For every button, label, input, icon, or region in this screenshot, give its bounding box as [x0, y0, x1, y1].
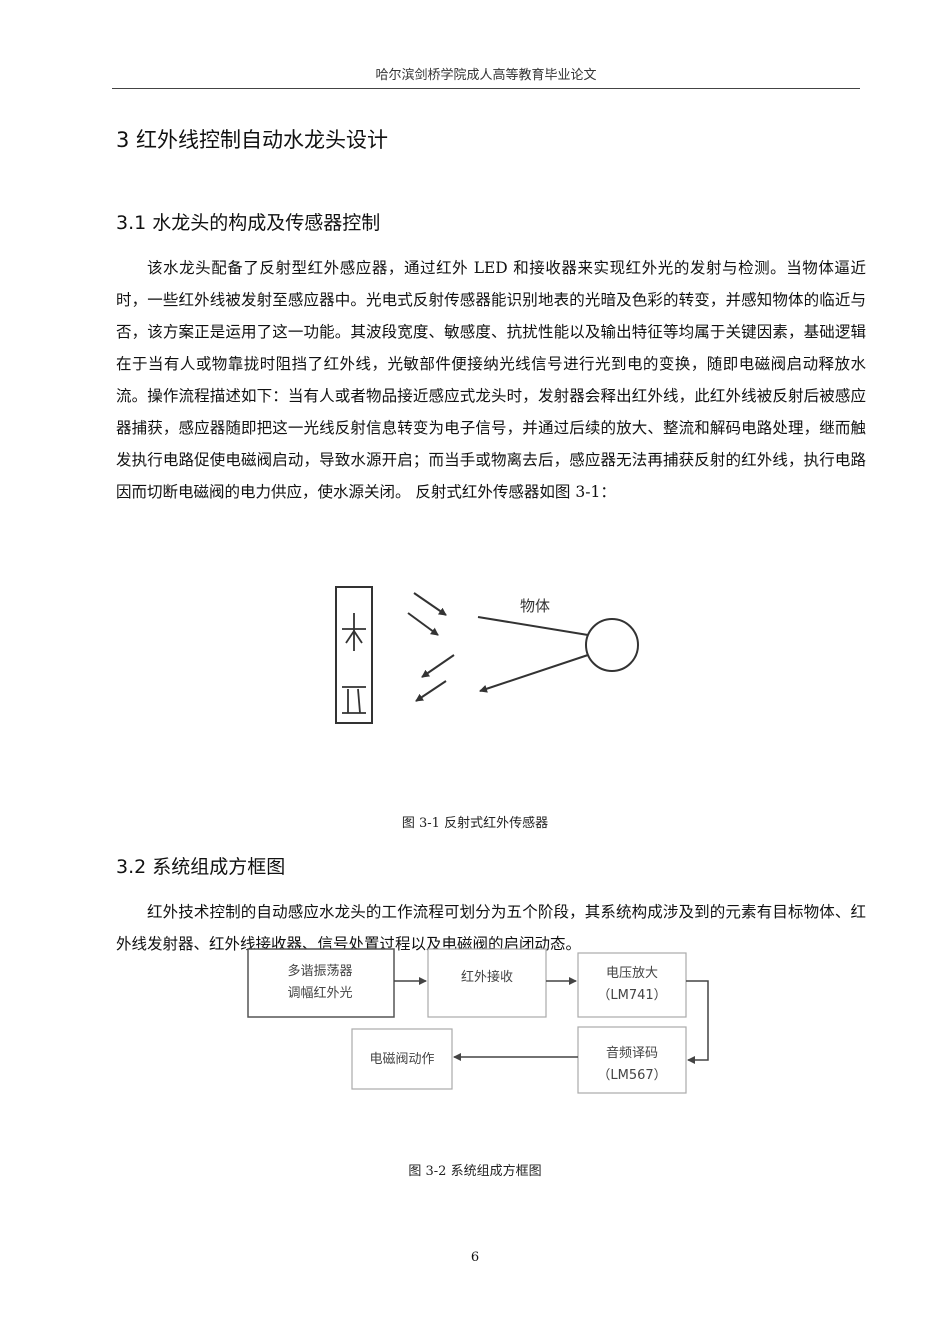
led-emitter-symbol: [342, 613, 366, 651]
audio-decode-label-1: 音频译码: [606, 1045, 658, 1061]
voltage-amp-label-1: 电压放大: [606, 966, 658, 981]
section-3-1-title: 3.1 水龙头的构成及传感器控制: [116, 212, 381, 234]
voltage-amp-label-2: （LM741）: [597, 988, 666, 1003]
section-3-2-title: 3.2 系统组成方框图: [116, 856, 286, 878]
emit-arrow-1: [413, 592, 447, 616]
solenoid-valve-label: 电磁阀动作: [369, 1052, 434, 1067]
figure-3-1-caption: 图 3-1 反射式红外传感器: [401, 816, 549, 831]
receive-arrow-1: [421, 654, 455, 678]
oscillator-box: [247, 948, 395, 1018]
chapter-title: 3 红外线控制自动水龙头设计: [116, 128, 389, 152]
running-header: 哈尔滨剑桥学院成人高等教育毕业论文: [375, 68, 597, 83]
object-label: 物体: [520, 597, 550, 615]
oscillator-label-2: 调幅红外光: [287, 985, 352, 1001]
ir-receive-label: 红外接收: [461, 969, 513, 985]
voltage-amp-box: [577, 952, 687, 1018]
target-object-circle: [585, 618, 639, 672]
figure-3-2-caption: 图 3-2 系统组成方框图: [408, 1164, 542, 1179]
reflected-beam: [479, 654, 589, 693]
figure-3-1-diagram: 物体: [335, 586, 639, 724]
ir-receive-box: [427, 948, 547, 1018]
sensor-housing: [335, 586, 373, 724]
header-rule: [112, 88, 860, 89]
audio-decode-label-2: （LM567）: [597, 1068, 666, 1083]
audio-decode-box: [577, 1026, 687, 1094]
page-number: 6: [470, 1250, 480, 1265]
figure-3-2-block-diagram: 多谐振荡器 调幅红外光 红外接收 电压放大 （LM741） 音频译码 （LM56…: [247, 948, 709, 1094]
receive-arrow-2: [415, 680, 447, 702]
oscillator-label-1: 多谐振荡器: [287, 963, 352, 979]
arrow-amp-to-decode: [686, 980, 709, 1064]
solenoid-valve-box: [351, 1028, 453, 1090]
emit-arrow-2: [407, 612, 439, 636]
section-3-1-paragraph: 该水龙头配备了反射型红外感应器，通过红外 LED 和接收器来实现红外光的发射与检…: [116, 259, 866, 501]
incident-beam: [477, 616, 589, 636]
photo-receiver-symbol: [342, 686, 366, 714]
